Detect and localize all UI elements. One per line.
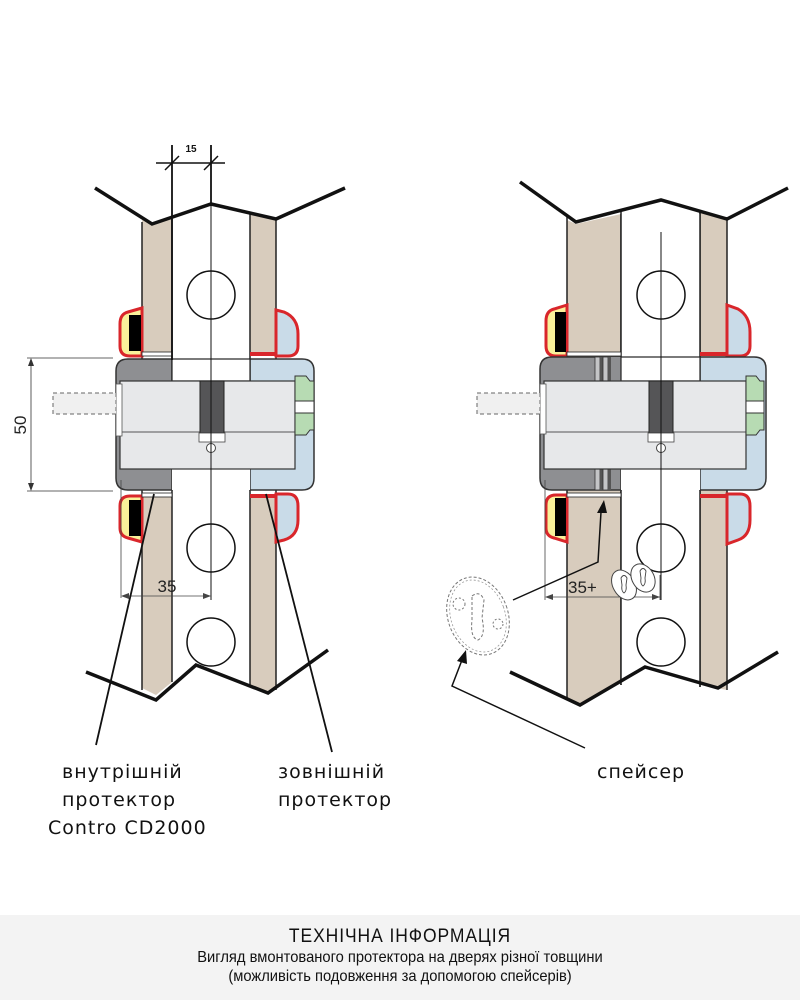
lock-hole	[186, 617, 236, 667]
bottom-break-line	[509, 650, 779, 707]
outer-protector-label: зовнішній протектор	[278, 758, 392, 814]
footer-description-line2: (можливість подовження за допомогою спей…	[228, 968, 572, 985]
top-break-line	[94, 186, 346, 226]
top-break-line	[518, 180, 789, 224]
footer-description-line1: Вигляд вмонтованого протектора на дверях…	[197, 949, 603, 966]
spacer-rings-top	[594, 356, 621, 382]
outer-protector-label-line1: зовнішній	[278, 761, 386, 783]
spacer-label-arrow	[451, 659, 586, 749]
dimension-15-label: 15	[185, 144, 197, 155]
outer-protector-leader	[265, 493, 333, 753]
spacer-icon-large	[446, 576, 510, 656]
dimension-35-label: 35	[158, 577, 177, 596]
inner-protector-label-line1: внутрішній	[62, 761, 183, 783]
dashed-tailpiece	[476, 392, 541, 415]
outer-rosette-bottom	[274, 492, 300, 544]
outer-rosette-bottom	[725, 492, 752, 547]
lock-hole	[636, 617, 686, 667]
outer-protector-label-line2: протектор	[278, 789, 393, 811]
dimension-50-label: 50	[11, 416, 30, 435]
bottom-break-line	[85, 648, 330, 703]
spacer-label: спейсер	[597, 758, 685, 786]
spacer-label-text: спейсер	[597, 761, 686, 783]
dimension-35-plus-label: 35+	[568, 578, 597, 597]
outer-door-panel-top	[250, 212, 276, 355]
dashed-tailpiece	[52, 392, 117, 415]
lock-cylinder	[543, 380, 747, 470]
right-view: 35+	[446, 180, 789, 749]
inner-door-panel-top	[142, 217, 172, 355]
technical-info-footer: ТЕХНІЧНА ІНФОРМАЦІЯ Вигляд вмонтованого …	[0, 915, 800, 1000]
inner-protector-label: внутрішній протектор Contro CD2000	[48, 758, 207, 842]
spacer-rings-bottom	[594, 468, 611, 491]
left-view: 15 50 35	[11, 144, 346, 753]
outer-rosette-top	[725, 302, 752, 358]
inner-door-panel-bottom	[142, 495, 172, 695]
inner-protector-label-line2: протектор	[62, 789, 177, 811]
installation-diagram: 15 50 35	[11, 144, 789, 753]
footer-title: ТЕХНІЧНА ІНФОРМАЦІЯ	[288, 926, 512, 947]
spacer-icon-small	[611, 563, 656, 601]
outer-rosette-top	[274, 308, 300, 358]
spacer-arrow-to-protector	[512, 511, 602, 601]
inner-protector-leader	[95, 493, 155, 746]
outer-door-panel-bottom	[250, 495, 276, 693]
inner-protector-model: Contro CD2000	[48, 817, 207, 839]
cylinder-cam	[199, 380, 225, 434]
